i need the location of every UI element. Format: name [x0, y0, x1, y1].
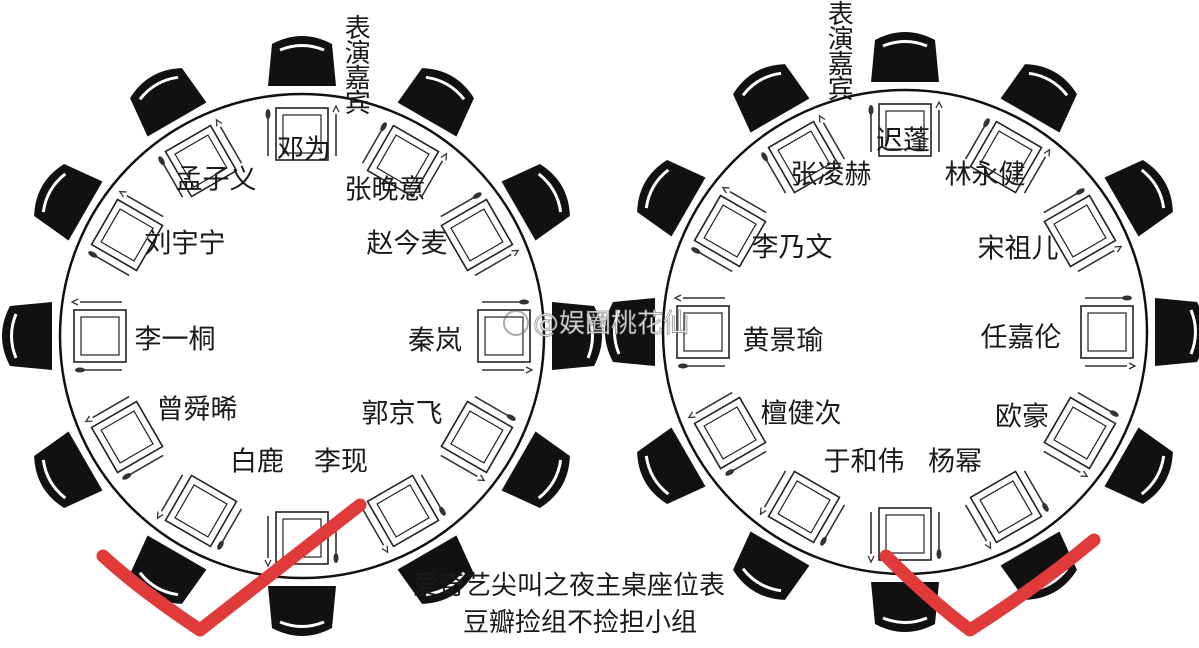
left-seat-name-10: 刘宇宁	[145, 231, 226, 258]
caption-title: 爱奇艺尖叫之夜主桌座位表	[413, 573, 725, 599]
right-chair	[871, 32, 939, 82]
left-seat-name-8: 曾舜晞	[157, 397, 238, 424]
right-seat-name-2: 林永健	[945, 162, 1026, 189]
caption-subtitle: 豆瓣捡组不捡担小组	[463, 610, 697, 636]
left-place-setting	[478, 300, 532, 374]
watermark-text: @娱圈桃花仙	[533, 311, 689, 337]
right-seat-name-10: 李乃文	[752, 235, 833, 262]
left-seat-name-1: 邓为	[277, 137, 331, 164]
right-place-setting	[868, 508, 942, 562]
right-seat-name-11: 张凌赫	[791, 162, 872, 189]
right-seat-name-3: 宋祖儿	[978, 236, 1059, 263]
left-place-setting	[72, 299, 126, 373]
left-seat-name-7: 白鹿	[230, 449, 284, 476]
left-table-top	[60, 94, 544, 578]
left-seat-name-5: 郭京飞	[362, 401, 443, 428]
right-chair	[1155, 298, 1199, 366]
left-chair	[268, 586, 336, 636]
left-seat-name-4: 秦岚	[408, 328, 462, 355]
right-seat-name-6: 杨幂	[928, 449, 982, 476]
left-seat-name-11: 孟子义	[176, 167, 257, 194]
left-seat-name-2: 张晚意	[345, 177, 426, 204]
left-chair	[268, 36, 336, 86]
right-seat-name-9: 黄景瑜	[743, 328, 824, 355]
right-seat-name-7: 于和伟	[824, 449, 905, 476]
right-guest-label: 表演嘉宾	[824, 0, 851, 100]
right-seat-name-8: 檀健次	[761, 401, 842, 428]
right-place-setting	[1081, 296, 1135, 370]
right-table	[605, 32, 1199, 632]
left-chair	[2, 302, 52, 370]
right-table-top	[663, 90, 1147, 574]
left-seat-name-6: 李现	[314, 449, 368, 476]
right-seat-name-1: 迟蓬	[876, 128, 930, 155]
left-seat-name-3: 赵今麦	[367, 231, 448, 258]
right-seat-name-5: 欧豪	[995, 404, 1049, 431]
left-guest-label: 表演嘉宾	[341, 14, 368, 114]
left-seat-name-9: 李一桐	[135, 327, 216, 354]
right-seat-name-4: 任嘉伦	[981, 325, 1062, 352]
